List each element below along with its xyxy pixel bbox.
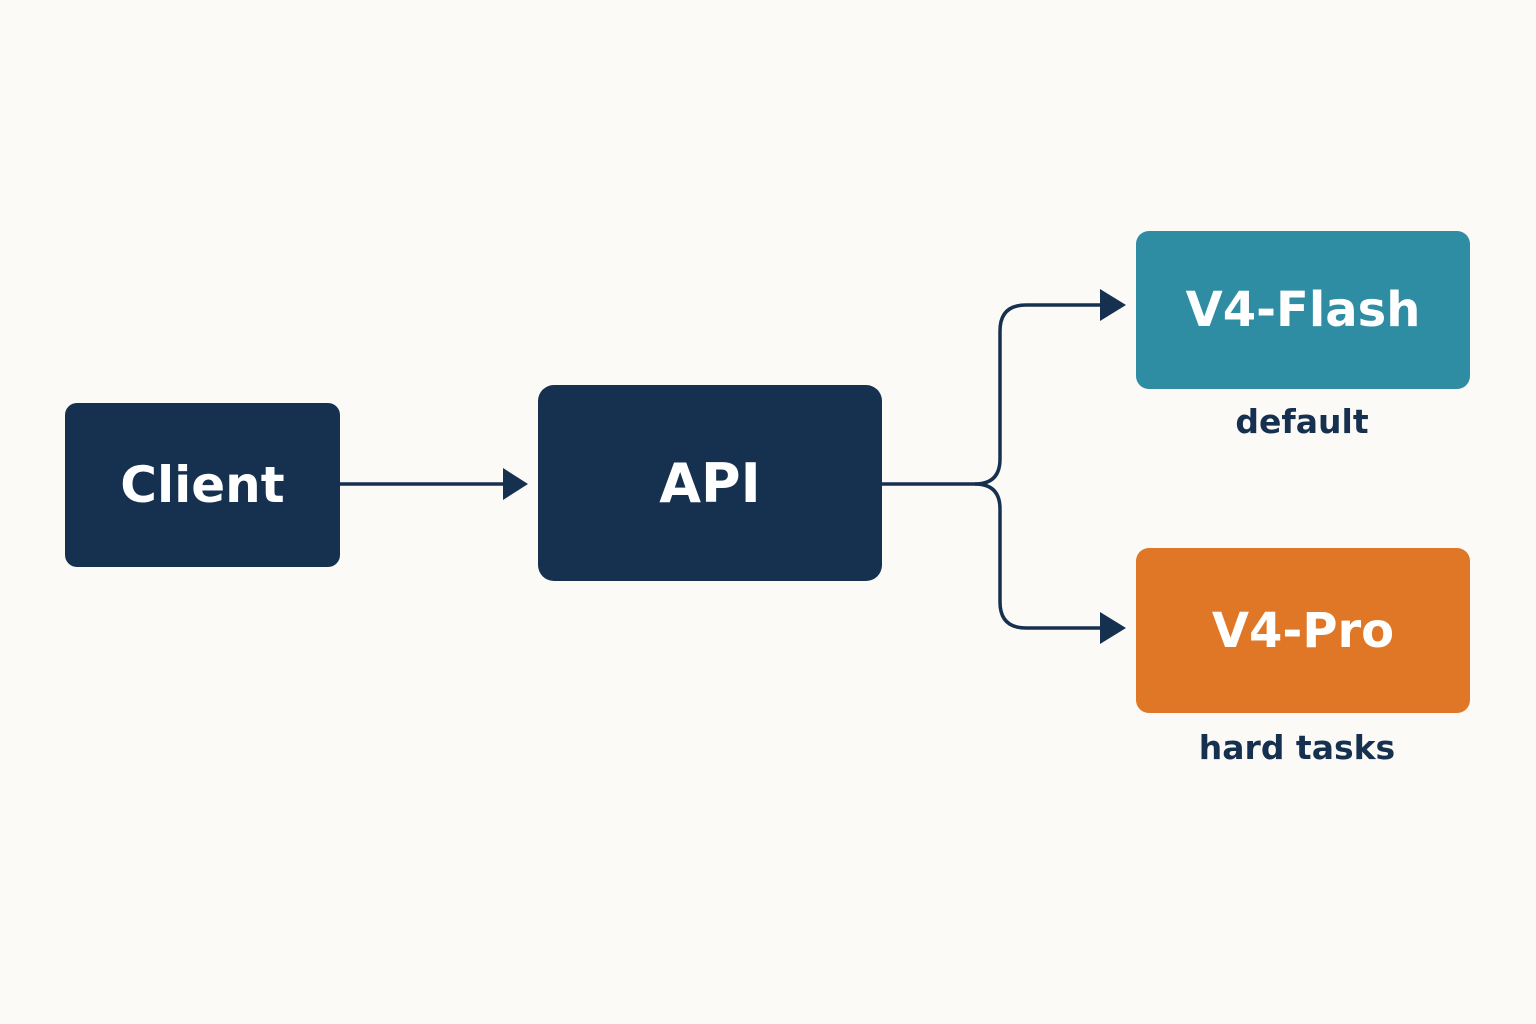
client-label: Client <box>120 456 285 514</box>
arrowhead-to-pro <box>1100 612 1126 644</box>
v4-pro-node: V4-Pro <box>1136 548 1470 713</box>
edge-api-to-pro <box>974 482 1102 630</box>
edge-api-to-flash <box>882 303 1102 486</box>
arrowhead-to-api <box>503 468 528 500</box>
client-node: Client <box>65 403 340 567</box>
v4-flash-node: V4-Flash <box>1136 231 1470 389</box>
v4-pro-label: V4-Pro <box>1211 602 1395 659</box>
v4-pro-caption: hard tasks <box>1198 728 1396 767</box>
v4-flash-caption: default <box>1235 402 1369 441</box>
v4-flash-label: V4-Flash <box>1185 282 1421 338</box>
api-node: API <box>538 385 882 581</box>
api-label: API <box>659 451 761 515</box>
arrowhead-to-flash <box>1100 289 1126 321</box>
